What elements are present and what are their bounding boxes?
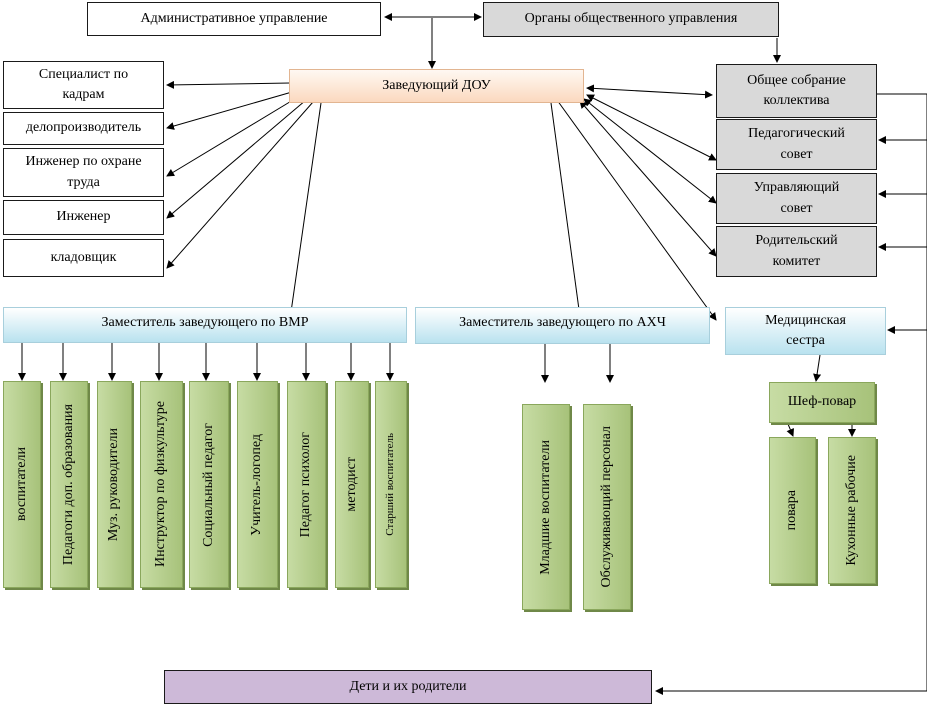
gov-council-box: Управляющий совет xyxy=(716,173,877,224)
head-box: Заведующий ДОУ xyxy=(289,69,584,103)
parent-committee-box: Родительский комитет xyxy=(716,226,877,277)
vmr-staff-psych: Педагог психолог xyxy=(287,381,326,588)
deputy-ahch-box: Заместитель заведующего по АХЧ xyxy=(415,307,710,344)
storekeeper-box: кладовщик xyxy=(3,239,164,277)
vmr-staff-methodist: методист xyxy=(335,381,369,588)
chef-box: Шеф-повар xyxy=(769,382,875,423)
engineer-box: Инженер xyxy=(3,200,164,235)
safety-box: Инженер по охране труда xyxy=(3,148,164,197)
vmr-staff-social: Социальный педагог xyxy=(189,381,229,588)
nurse-box: Медицинская сестра xyxy=(725,307,886,355)
vmr-staff-music: Муз. руководители xyxy=(97,381,132,588)
clerk-box: делопроизводитель xyxy=(3,112,164,145)
children-parents-box: Дети и их родители xyxy=(164,670,652,704)
hr-box: Специалист по кадрам xyxy=(3,61,164,109)
ahch-staff-junior: Младшие воспитатели xyxy=(522,404,570,610)
organs-box: Органы общественного управления xyxy=(483,2,779,37)
kitchen-staff-cooks: повара xyxy=(769,437,816,584)
ped-council-box: Педагогический совет xyxy=(716,119,877,170)
vmr-staff-extra-educators: Педагоги доп. образования xyxy=(50,381,88,588)
vmr-staff-speech: Учитель-логопед xyxy=(237,381,278,588)
ahch-staff-service: Обслуживающий персонал xyxy=(583,404,631,610)
vmr-staff-senior: Старший воспитатель xyxy=(375,381,407,588)
general-meeting-box: Общее собрание коллектива xyxy=(716,64,877,118)
deputy-vmr-box: Заместитель заведующего по ВМР xyxy=(3,307,407,343)
kitchen-staff-workers: Кухонные рабочие xyxy=(828,437,876,584)
vmr-staff-pe: Инструктор по физкультуре xyxy=(140,381,183,588)
admin-box: Административное управление xyxy=(87,2,381,36)
vmr-staff-educators: воспитатели xyxy=(3,381,41,588)
